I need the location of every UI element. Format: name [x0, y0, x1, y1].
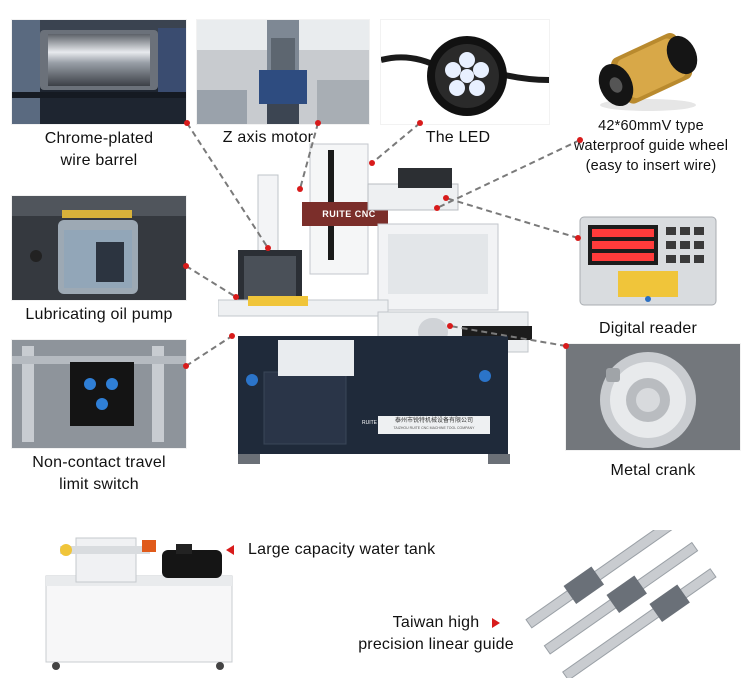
- linear-guide-pointer-icon: [492, 618, 500, 628]
- water-tank-pointer-icon: [226, 545, 234, 555]
- oil-pump-label: Lubricating oil pump: [25, 306, 173, 323]
- plate-brand: RUITE: [362, 420, 377, 426]
- linear-guide-photo: [525, 530, 730, 678]
- digital-reader-label: Digital reader: [599, 320, 697, 337]
- limit-switch-photo: [12, 340, 186, 448]
- limit-switch-label: Non-contact travel limit switch: [32, 454, 166, 493]
- linear-guide-label: Taiwan high precision linear guide: [358, 614, 514, 653]
- z-axis-motor-photo: [197, 20, 369, 124]
- led-photo: [381, 20, 549, 124]
- company-plate: 泰州市锐特机械设备有限公司 TAIZHOU RUITE CNC MACHINE …: [393, 417, 475, 430]
- water-tank-label: Large capacity water tank: [248, 541, 436, 558]
- wire-barrel-label: Chrome-plated wire barrel: [44, 130, 154, 169]
- metal-crank-label: Metal crank: [610, 462, 696, 479]
- wire-barrel-photo: [12, 20, 186, 124]
- brand-badge: RUITE CNC: [322, 209, 376, 219]
- wire-edm-machine: RUITE CNC 泰州市锐特机械设备有限公司 TAIZHOU RUITE CN…: [218, 140, 538, 472]
- oil-pump-photo: [12, 196, 186, 300]
- water-tank-photo: [30, 524, 244, 672]
- digital-reader-photo: [578, 213, 718, 309]
- metal-crank-photo: [566, 344, 740, 450]
- guide-wheel-label: 42*60mmV type waterproof guide wheel (ea…: [573, 118, 729, 174]
- guide-wheel-photo: [586, 25, 710, 113]
